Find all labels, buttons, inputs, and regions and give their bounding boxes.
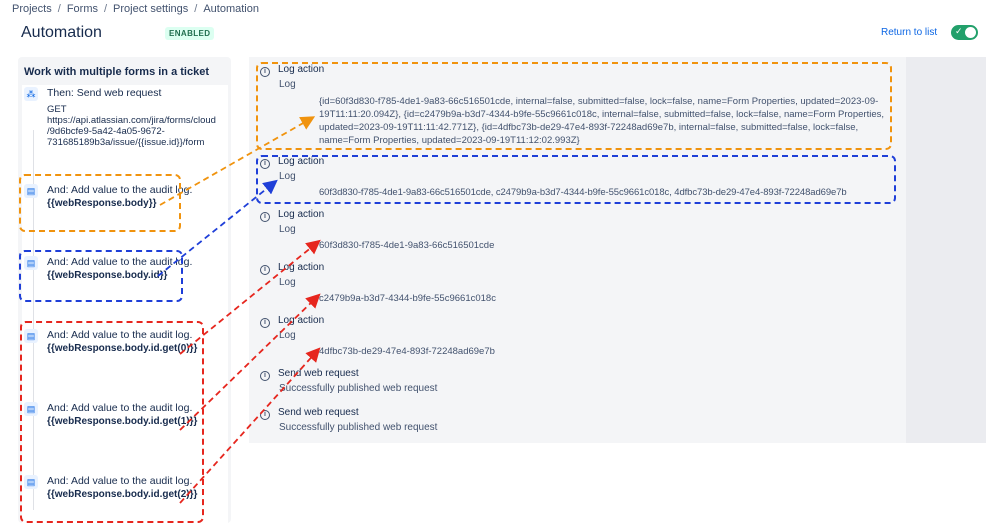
step-label: And: Add value to the audit log. bbox=[47, 329, 193, 341]
rule-title: Work with multiple forms in a ticket bbox=[24, 66, 209, 78]
step-audit-log-4[interactable]: ▤ And: Add value to the audit log. {{web… bbox=[24, 402, 227, 428]
web-request-url: GET https://api.atlassian.com/jira/forms… bbox=[47, 104, 216, 148]
rule-enabled-toggle[interactable]: ✓ bbox=[951, 25, 978, 40]
step-label: And: Add value to the audit log. bbox=[47, 256, 193, 268]
annotation-box-blue-step bbox=[19, 250, 183, 302]
step-audit-log-2[interactable]: ▤ And: Add value to the audit log. {{web… bbox=[24, 256, 227, 282]
step-audit-log-5[interactable]: ▤ And: Add value to the audit log. {{web… bbox=[24, 475, 227, 501]
step-send-web-request[interactable]: ⁂ Then: Send web request bbox=[24, 87, 227, 101]
info-icon: i bbox=[260, 67, 270, 77]
info-icon: i bbox=[260, 410, 270, 420]
log-entry-sub: Log bbox=[279, 330, 296, 341]
status-badge: ENABLED bbox=[165, 27, 215, 40]
step-code: {{webResponse.body.id.get(1)}} bbox=[47, 416, 198, 427]
breadcrumb-project-settings[interactable]: Project settings bbox=[113, 3, 189, 15]
document-icon: ▤ bbox=[24, 475, 38, 489]
info-icon: i bbox=[260, 265, 270, 275]
log-entry-body: 60f3d830-f785-4de1-9a83-66c516501cde bbox=[319, 240, 495, 251]
return-to-list-link[interactable]: Return to list bbox=[881, 27, 938, 38]
log-entry-body: 4dfbc73b-de29-47e4-893f-72248ad69e7b bbox=[319, 346, 495, 357]
audit-log-panel bbox=[249, 57, 906, 443]
step-audit-log-3[interactable]: ▤ And: Add value to the audit log. {{web… bbox=[24, 329, 227, 355]
breadcrumb: Projects/Forms/Project settings/Automati… bbox=[12, 3, 259, 15]
breadcrumb-projects[interactable]: Projects bbox=[12, 3, 52, 15]
document-icon: ▤ bbox=[24, 184, 38, 198]
step-code: {{webResponse.body.id.get(0)}} bbox=[47, 343, 198, 354]
log-entry-body: 60f3d830-f785-4de1-9a83-66c516501cde, c2… bbox=[319, 187, 847, 198]
step-label: And: Add value to the audit log. bbox=[47, 184, 193, 196]
document-icon: ▤ bbox=[24, 256, 38, 270]
breadcrumb-automation[interactable]: Automation bbox=[203, 3, 259, 15]
check-icon: ✓ bbox=[955, 26, 963, 36]
info-icon: i bbox=[260, 371, 270, 381]
log-entry-body: {id=60f3d830-f785-4de1-9a83-66c516501cde… bbox=[319, 96, 884, 146]
step-code: {{webResponse.body}} bbox=[47, 198, 157, 209]
annotation-box-blue-log bbox=[256, 155, 896, 204]
webhook-icon: ⁂ bbox=[24, 87, 38, 101]
log-entry-sub: Log bbox=[279, 224, 296, 235]
document-icon: ▤ bbox=[24, 402, 38, 416]
step-code: {{webResponse.body.id}} bbox=[47, 270, 168, 281]
timeline-line bbox=[33, 130, 34, 510]
step-label: And: Add value to the audit log. bbox=[47, 475, 193, 487]
info-icon: i bbox=[260, 318, 270, 328]
annotation-box-red-steps bbox=[20, 321, 204, 523]
annotation-box-orange-step bbox=[19, 174, 181, 232]
page-title: Automation bbox=[21, 24, 102, 41]
document-icon: ▤ bbox=[24, 329, 38, 343]
log-entry-body: c2479b9a-b3d7-4344-b9fe-55c9661c018c bbox=[319, 293, 496, 304]
log-entry-sub: Log bbox=[279, 79, 296, 90]
info-icon: i bbox=[260, 212, 270, 222]
step-label: Then: Send web request bbox=[47, 87, 162, 99]
breadcrumb-forms[interactable]: Forms bbox=[66, 3, 98, 15]
log-entry-sub: Successfully published web request bbox=[279, 422, 438, 433]
scroll-gutter bbox=[906, 57, 986, 443]
step-label: And: Add value to the audit log. bbox=[47, 402, 193, 414]
step-code: {{webResponse.body.id.get(2)}} bbox=[47, 489, 198, 500]
step-audit-log-1[interactable]: ▤ And: Add value to the audit log. {{web… bbox=[24, 184, 227, 210]
toggle-knob bbox=[965, 27, 976, 38]
log-entry-sub: Log bbox=[279, 277, 296, 288]
log-entry-sub: Successfully published web request bbox=[279, 383, 438, 394]
annotation-box-orange-log bbox=[256, 62, 892, 150]
